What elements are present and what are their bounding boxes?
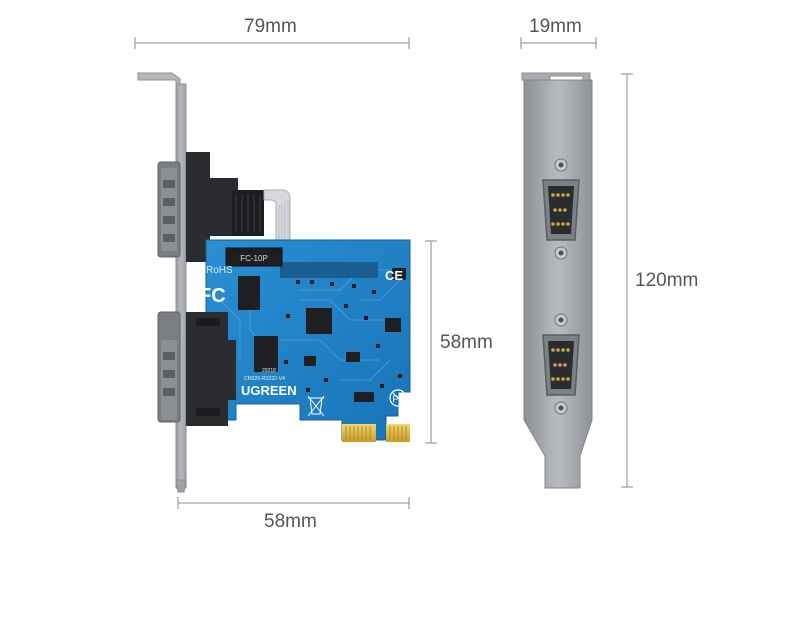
db9-serial-port-icon	[542, 313, 580, 415]
upper-port-housing	[186, 152, 238, 262]
pb-free-icon: Pb	[389, 389, 407, 407]
brand-logo: UGREEN	[241, 383, 297, 398]
svg-text:Pb: Pb	[392, 394, 403, 404]
bracket-lip	[137, 72, 181, 87]
ic-chip-small	[238, 276, 260, 310]
db9-serial-port-icon	[157, 161, 181, 258]
header-label: FC-10P	[240, 254, 268, 263]
pcie-card-front-view: FC-10P RoHS FC CE CM326-RS232-V4 20218 U…	[137, 72, 411, 493]
pcie-gold-fingers	[342, 424, 410, 442]
fc10p-header	[225, 247, 283, 267]
pin-header-row	[280, 262, 378, 278]
db9-serial-port-icon	[157, 311, 181, 423]
bracket-side-view	[521, 72, 593, 489]
ic-chip-oscillator	[385, 318, 401, 332]
ce-logo-icon: CE	[385, 268, 403, 283]
bracket-strip	[175, 83, 187, 489]
db9-serial-port-icon	[542, 158, 580, 260]
dimension-board-height	[425, 240, 437, 444]
dimension-board-width-label: 58mm	[264, 511, 317, 532]
dimension-bracket-width	[520, 37, 597, 49]
ic-chip-driver	[254, 336, 278, 372]
dimension-top-width	[134, 37, 410, 49]
bracket-plate	[523, 79, 593, 489]
fc-logo-icon: FC	[199, 285, 226, 307]
dimension-bracket-height	[621, 73, 633, 488]
dimension-board-width	[177, 497, 410, 509]
dimension-board-height-label: 58mm	[440, 332, 493, 353]
dimension-bracket-height-label: 120mm	[635, 270, 699, 291]
recycle-bin-icon	[307, 395, 325, 417]
lower-port-housing	[186, 312, 236, 426]
ic-chip-main	[306, 308, 332, 334]
date-mark: 20218	[262, 368, 276, 374]
dimension-top-width-label: 79mm	[244, 16, 297, 37]
model-mark: CM326-RS232-V4	[244, 376, 285, 382]
dimension-bracket-width-label: 19mm	[529, 16, 582, 37]
rohs-mark: RoHS	[206, 265, 233, 276]
